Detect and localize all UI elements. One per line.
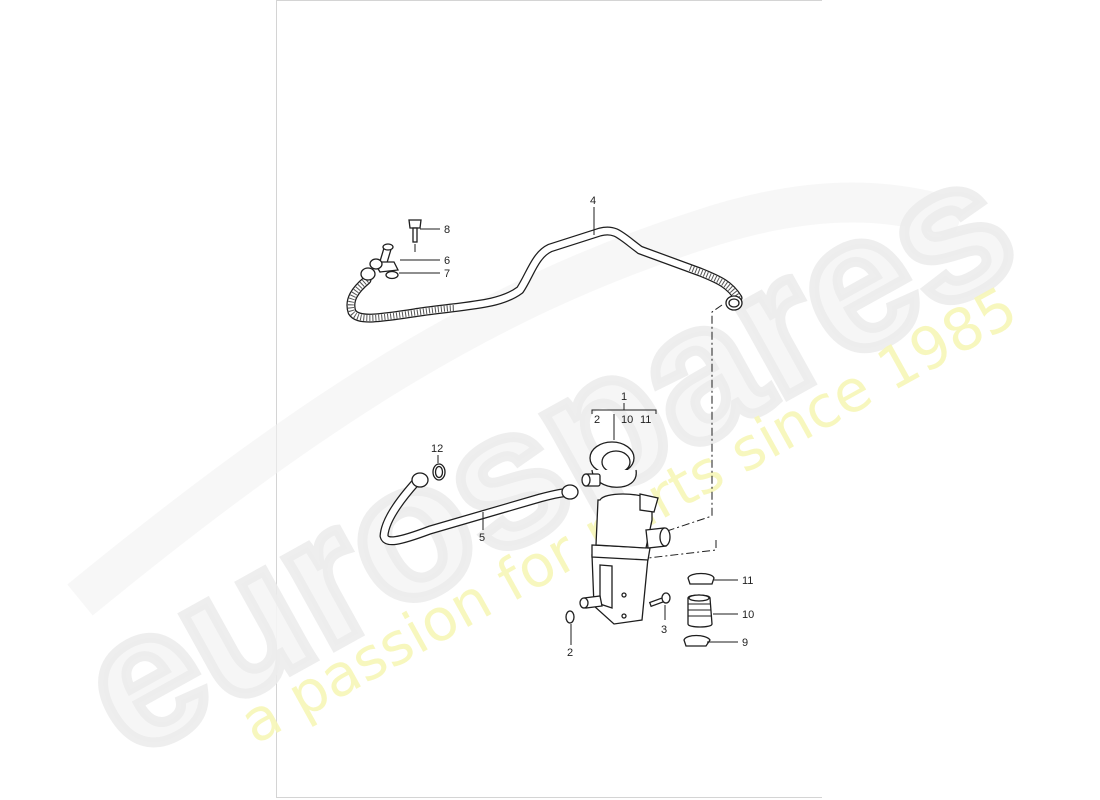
sealing-ring[interactable] — [565, 610, 575, 624]
callout-3[interactable]: 3 — [661, 624, 667, 636]
vent-line-lower[interactable] — [379, 472, 579, 546]
callout-1-sub-11: 11 — [640, 414, 651, 426]
sealing-ring-line-inner — [434, 465, 444, 479]
vent-hose-upper[interactable] — [346, 226, 743, 323]
callout-12[interactable]: 12 — [431, 443, 443, 455]
callout-1-bracket: 1 2 10 11 — [591, 391, 657, 440]
oil-separator[interactable] — [579, 441, 671, 625]
callout-1-sub-10: 10 — [621, 414, 633, 426]
callout-9[interactable]: 9 — [742, 637, 748, 649]
hose-clamp-lower[interactable] — [683, 634, 711, 647]
connecting-hose[interactable] — [687, 594, 713, 628]
callout-8[interactable]: 8 — [444, 224, 450, 236]
callout-4[interactable]: 4 — [590, 195, 596, 207]
connection-line-lower — [647, 540, 717, 559]
connection-line-upper — [654, 304, 723, 536]
callout-10[interactable]: 10 — [742, 609, 754, 621]
callout-7[interactable]: 7 — [444, 268, 450, 280]
hose-clamp-upper[interactable] — [687, 572, 715, 585]
callout-1[interactable]: 1 — [621, 391, 627, 403]
connector-elbow[interactable] — [369, 243, 399, 273]
callout-6[interactable]: 6 — [444, 255, 450, 267]
screw[interactable] — [408, 219, 422, 243]
o-ring[interactable] — [385, 270, 399, 280]
diagram-page-frame — [276, 0, 822, 798]
bolt[interactable] — [648, 592, 671, 608]
watermark-brand-outline: eurospares — [47, 114, 1046, 796]
callout-11[interactable]: 11 — [742, 575, 753, 587]
callout-2[interactable]: 2 — [567, 647, 573, 659]
callout-1-sub-2: 2 — [594, 414, 600, 426]
callout-5[interactable]: 5 — [479, 532, 485, 544]
watermark: eurospares eurospares a passion for part… — [42, 109, 1051, 800]
